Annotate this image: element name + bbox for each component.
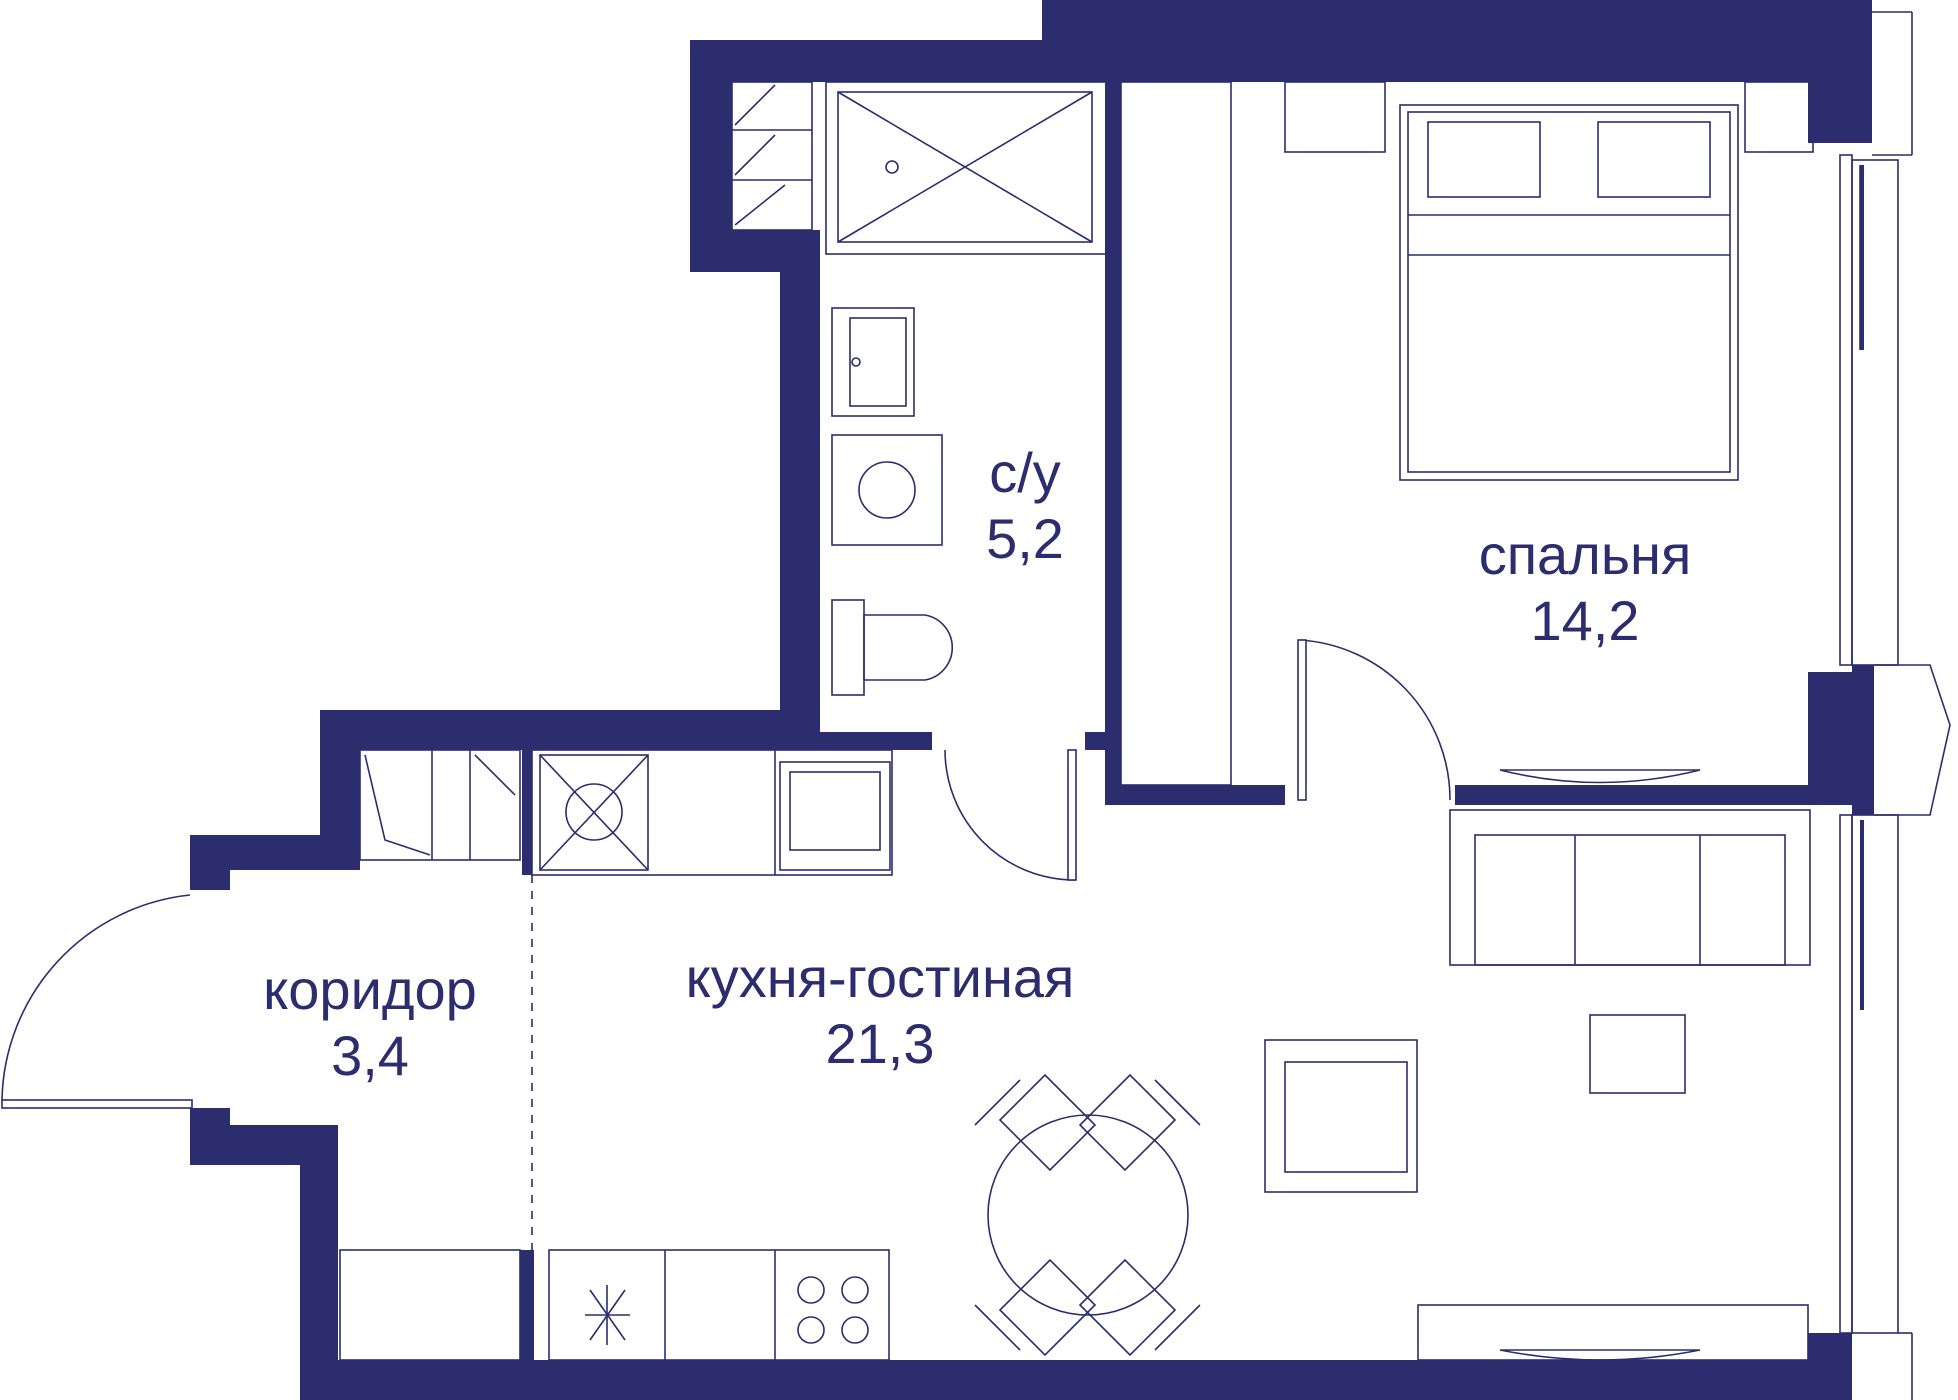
room-area: 14,2 [1530, 589, 1640, 653]
doors [1, 639, 1451, 1109]
room-label-kitchen-living: кухня-гостиная 21,3 [620, 945, 1140, 1077]
room-area: 3,4 [331, 1024, 409, 1088]
room-area: 21,3 [825, 1012, 935, 1076]
room-name: спальня [1478, 523, 1692, 586]
room-area: 5,2 [986, 507, 1064, 571]
room-name: кухня-гостиная [685, 946, 1075, 1009]
bedroom-furniture [1284, 81, 1814, 784]
room-name: коридор [263, 958, 477, 1021]
walls [190, 0, 1874, 1400]
bathroom-fixtures [731, 81, 1232, 786]
room-label-bedroom: спальня 14,2 [1420, 522, 1750, 654]
room-label-bathroom: с/у 5,2 [940, 440, 1110, 572]
kitchen-furniture [339, 749, 1811, 1361]
room-label-corridor: коридор 3,4 [220, 957, 520, 1089]
room-name: с/у [989, 441, 1061, 504]
windows [1105, 11, 1951, 1400]
